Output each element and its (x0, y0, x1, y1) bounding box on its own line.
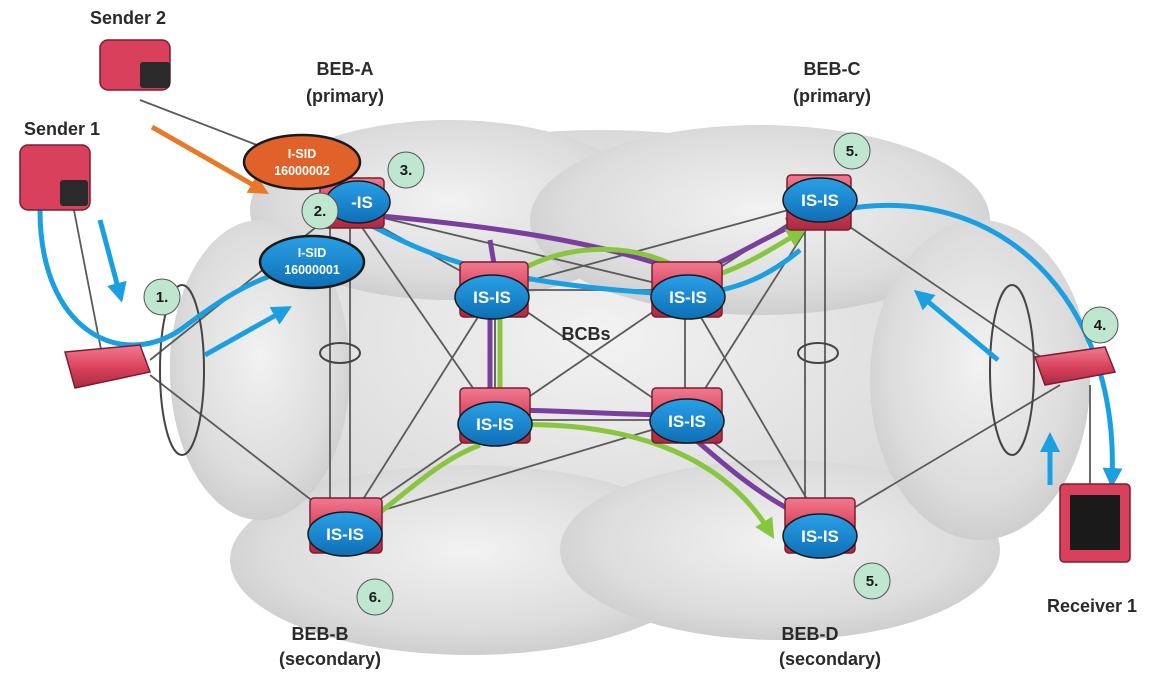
svg-text:IS-IS: IS-IS (668, 412, 706, 431)
isid-2-value: 16000002 (274, 164, 330, 178)
sender-1-camera-icon (19, 144, 91, 211)
receiver-1-label: Receiver 1 (1047, 596, 1137, 616)
svg-text:IS-IS: IS-IS (476, 415, 514, 434)
beb-d-name: BEB-D (782, 624, 839, 644)
svg-text:-IS: -IS (351, 193, 373, 212)
beb-c-name: BEB-C (804, 59, 861, 79)
svg-text:6.: 6. (369, 589, 382, 606)
edge-switch-left (64, 344, 152, 389)
svg-text:1.: 1. (156, 289, 169, 306)
beb-b-name: BEB-B (292, 624, 349, 644)
beb-b-role: (secondary) (279, 649, 381, 669)
step-badge-4: 4. (1081, 306, 1119, 344)
svg-text:3.: 3. (400, 162, 413, 179)
isis-bcb-1: IS-IS (454, 274, 530, 320)
isid-1-title: I-SID (298, 246, 326, 260)
beb-c-role: (primary) (793, 86, 871, 106)
sender-1-label: Sender 1 (24, 119, 100, 139)
isis-beb-c: IS-IS (782, 177, 858, 223)
isid-1-value: 16000001 (284, 263, 340, 277)
orange-arrow (150, 124, 269, 194)
beb-d-role: (secondary) (779, 649, 881, 669)
svg-text:IS-IS: IS-IS (801, 527, 839, 546)
svg-text:IS-IS: IS-IS (801, 191, 839, 210)
step-badge-1: 1. (143, 278, 181, 316)
sender-2-camera-icon (99, 39, 171, 91)
receiver-1-monitor-icon (1059, 483, 1131, 563)
beb-a-name: BEB-A (317, 59, 374, 79)
svg-text:IS-IS: IS-IS (326, 525, 364, 544)
svg-text:5.: 5. (846, 143, 859, 160)
step-badge-6: 6. (356, 578, 394, 616)
isis-beb-d: IS-IS (782, 513, 858, 559)
step-badge-5-bottom: 5. (853, 562, 891, 600)
svg-text:2.: 2. (314, 203, 327, 220)
svg-text:4.: 4. (1094, 317, 1107, 334)
step-badge-3: 3. (387, 151, 425, 189)
isis-bcb-2: IS-IS (650, 274, 726, 320)
isis-bcb-4: IS-IS (649, 398, 725, 444)
step-badge-2: 2. (301, 192, 339, 230)
isis-bcb-3: IS-IS (457, 401, 533, 447)
step-badge-5-top: 5. (833, 132, 871, 170)
svg-text:IS-IS: IS-IS (669, 288, 707, 307)
isid-2-badge: I-SID 16000002 (242, 133, 362, 191)
sender-2-label: Sender 2 (90, 8, 166, 28)
svg-text:5.: 5. (866, 573, 879, 590)
isis-beb-b: IS-IS (307, 511, 383, 557)
svg-text:IS-IS: IS-IS (473, 288, 511, 307)
bcbs-label: BCBs (561, 324, 610, 344)
text-labels: Sender 2 Sender 1 BEB-A (primary) BEB-C … (24, 8, 1137, 669)
step-badges: 1. 2. 3. 4. 5. 5. 6. (143, 132, 1119, 616)
isid-2-title: I-SID (288, 147, 316, 161)
lag-ovals (159, 284, 1035, 456)
isid-1-badge: I-SID 16000001 (258, 234, 366, 290)
edge-switch-right (1033, 346, 1117, 386)
beb-a-role: (primary) (306, 86, 384, 106)
isis-beb-a: -IS (325, 180, 391, 224)
